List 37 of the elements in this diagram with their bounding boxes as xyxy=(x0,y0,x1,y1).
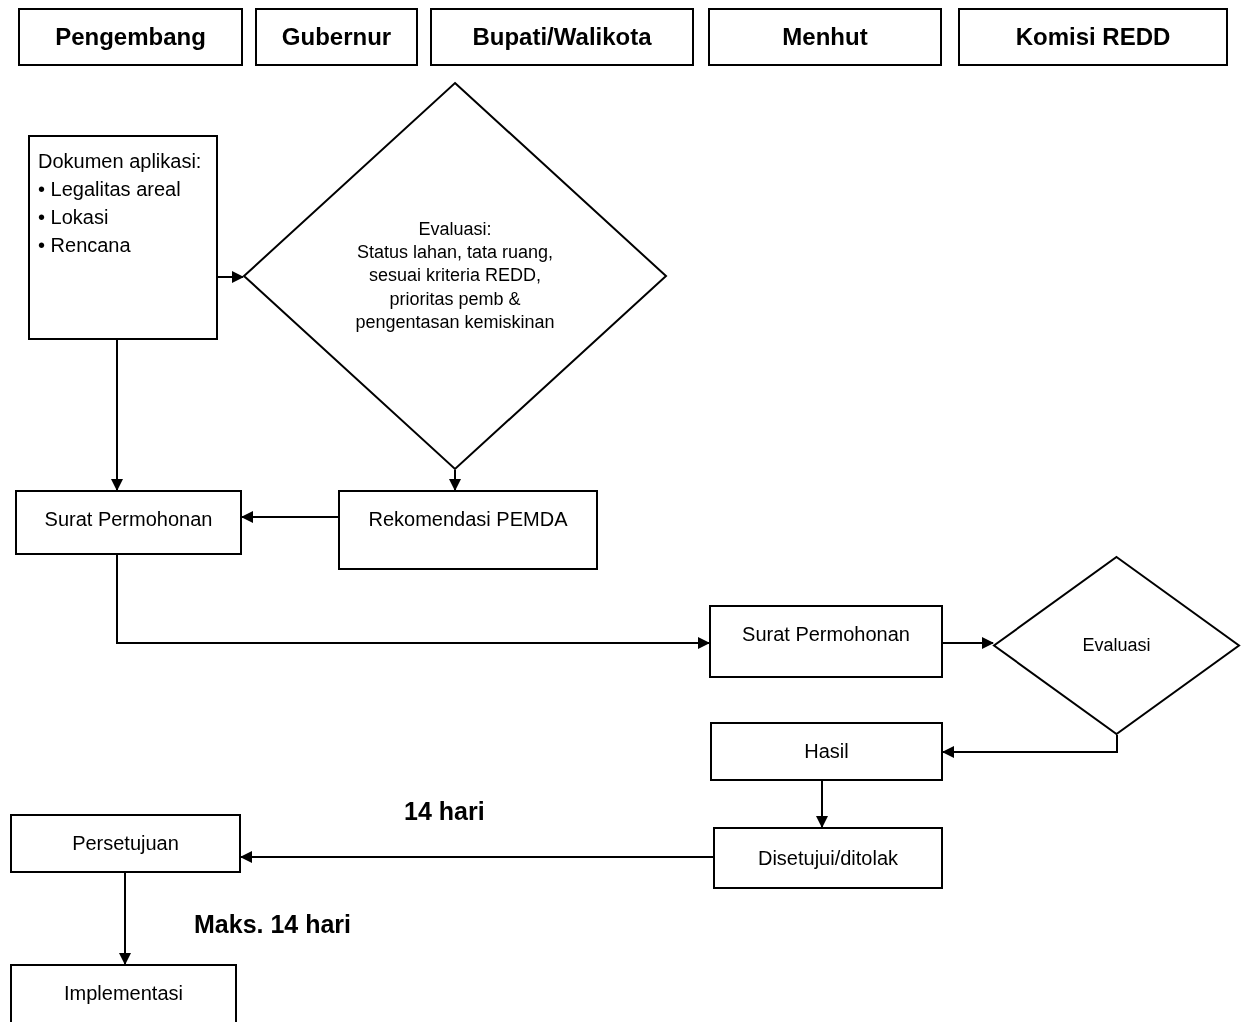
bullet-item: • Rencana xyxy=(38,233,132,258)
box-label: Persetujuan xyxy=(72,832,179,855)
box-label: Surat Permohonan xyxy=(742,623,910,646)
arrow xyxy=(816,780,828,828)
arrow xyxy=(942,637,994,649)
box-label: Hasil xyxy=(804,740,849,763)
arrow xyxy=(942,734,1118,758)
bullet-item: • Lokasi xyxy=(38,205,110,230)
box-label: Evaluasi xyxy=(1082,633,1151,657)
arrow xyxy=(119,872,131,965)
arrow xyxy=(240,851,714,863)
lane-header: Gubernur xyxy=(255,8,418,66)
arrow xyxy=(116,554,710,649)
lane-header: Bupati/Walikota xyxy=(430,8,694,66)
box-label: Implementasi xyxy=(64,982,183,1005)
process-box xyxy=(338,490,598,570)
arrow xyxy=(217,271,244,283)
box-label: Status lahan, tata ruang, sesuai kriteria REDD, prioritas pemb & pengentasan kemiskinan xyxy=(354,240,556,335)
process-box xyxy=(710,722,943,781)
box-label: Dokumen aplikasi: xyxy=(38,149,203,174)
process-box xyxy=(713,827,943,889)
process-box xyxy=(10,964,237,1022)
lane-header: Menhut xyxy=(708,8,942,66)
lane-header: Komisi REDD xyxy=(958,8,1228,66)
arrow xyxy=(449,469,461,491)
arrow xyxy=(111,339,123,491)
process-box xyxy=(10,814,241,873)
lane-header: Pengembang xyxy=(18,8,243,66)
process-box xyxy=(15,490,242,555)
process-box xyxy=(28,135,218,340)
arrow xyxy=(241,511,339,523)
box-label: Rekomendasi PEMDA xyxy=(368,508,568,531)
process-box xyxy=(709,605,943,678)
bullet-item: • Legalitas areal xyxy=(38,177,182,202)
box-label: Evaluasi: xyxy=(418,217,492,241)
box-label: Surat Permohonan xyxy=(44,508,213,531)
box-label: Disetujui/ditolak xyxy=(757,846,899,870)
